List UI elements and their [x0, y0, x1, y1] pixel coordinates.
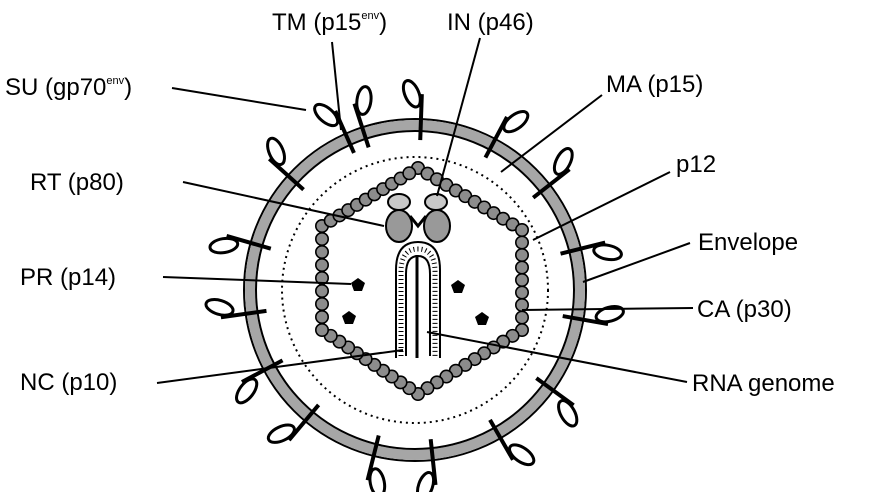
envelope-label: Envelope [698, 229, 798, 256]
pr-label: PR (p14) [20, 264, 116, 291]
capsid-shell [316, 162, 528, 400]
capsid-bead [316, 298, 328, 310]
in-leader [437, 38, 480, 196]
su-head [594, 304, 625, 325]
su-label: SU (gp70env) [5, 74, 132, 101]
in-label: IN (p46) [447, 9, 534, 36]
su-head [551, 146, 576, 177]
capsid-bead [516, 224, 528, 236]
su-head [209, 236, 239, 254]
su-head [233, 375, 261, 406]
su-head [266, 421, 297, 446]
rt-label: RT (p80) [30, 169, 124, 196]
capsid-bead [316, 259, 328, 271]
su-head [506, 441, 537, 469]
su-head [355, 86, 372, 115]
tm-label: TM (p15env) [272, 9, 387, 36]
capsid-bead [516, 311, 528, 323]
capsid-bead [516, 261, 528, 273]
capsid-bead [516, 236, 528, 248]
su-leader [172, 88, 306, 110]
su-head [414, 470, 436, 492]
rna-genome-label: RNA genome [692, 370, 835, 397]
capsid-bead [316, 311, 328, 323]
capsid-bead [516, 249, 528, 261]
capsid-bead [316, 246, 328, 258]
su-head [311, 101, 341, 130]
capsid-bead [316, 324, 328, 336]
su-head [555, 398, 581, 429]
su-head [204, 297, 235, 319]
capsid-bead [316, 285, 328, 297]
su-head [500, 108, 531, 136]
env-spike [414, 439, 436, 492]
su-head [264, 136, 288, 167]
nc-label: NC (p10) [20, 369, 117, 396]
capsid-bead [316, 233, 328, 245]
ca-label: CA (p30) [697, 296, 792, 323]
capsid-bead [516, 286, 528, 298]
reverse-transcriptase-enzymes [386, 210, 450, 242]
capsid-bead [403, 167, 415, 179]
rna-genome [396, 242, 440, 358]
integrase-enzymes [388, 194, 447, 210]
ma-leader [501, 95, 602, 172]
su-head [593, 243, 623, 262]
ma-label: MA (p15) [606, 71, 703, 98]
su-head [400, 78, 424, 109]
capsid-bead [516, 274, 528, 286]
su-head [368, 468, 387, 492]
p12-label: p12 [676, 151, 716, 178]
env-glycoprotein-spikes [204, 78, 625, 492]
